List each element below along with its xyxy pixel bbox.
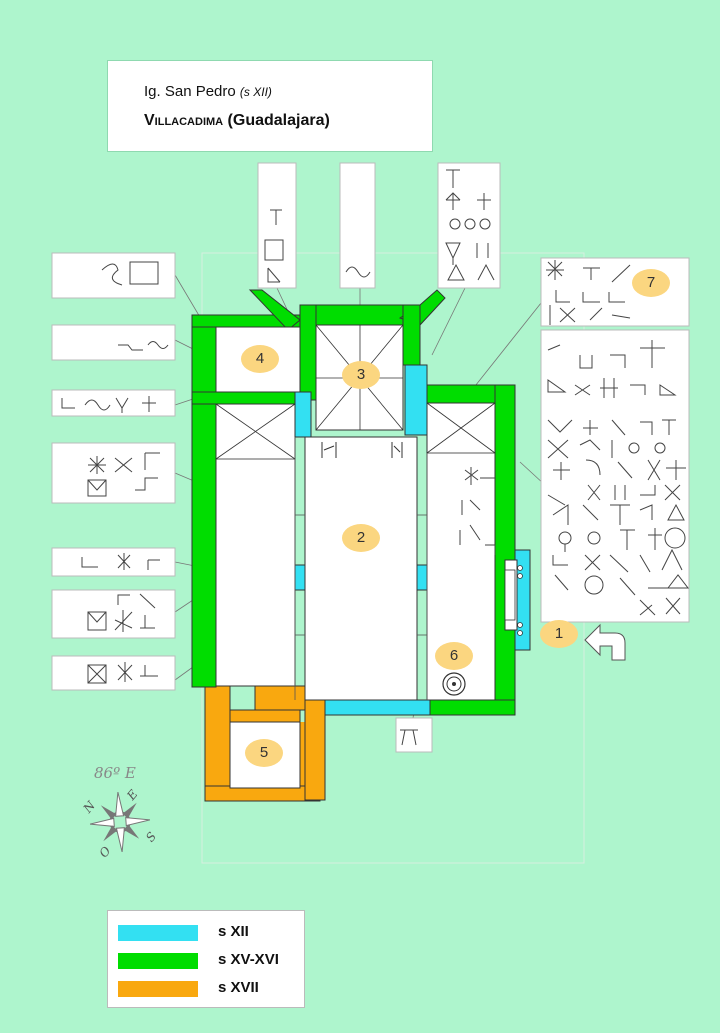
badge-4: 4 [241, 345, 279, 373]
orientation-label: 86º E [94, 764, 136, 782]
signs-panel-f [51, 589, 176, 639]
legend-swatch-s17 [118, 981, 198, 997]
signs-panel-a [51, 252, 176, 299]
badge-5: 5 [245, 739, 283, 767]
compass-rose [89, 791, 151, 853]
s12-walls [294, 364, 531, 716]
legend: s XII s XV-XVI s XVII [107, 910, 305, 1008]
badge-1: 1 [540, 620, 578, 648]
legend-swatch-s15 [118, 953, 198, 969]
legend-swatch-s12 [118, 925, 198, 941]
signs-panel-d [51, 442, 176, 504]
signs-panel-h [257, 162, 297, 289]
legend-label-s17: s XVII [218, 979, 259, 996]
nave-floor [304, 436, 418, 701]
baptismal-font [442, 672, 466, 696]
signs-panel-l [540, 329, 690, 623]
title-box: Ig. San Pedro (s XII) Villacadima (Guada… [107, 60, 433, 152]
signs-panel-j [437, 162, 501, 289]
signs-panel-b [51, 324, 176, 361]
signs-panel-e [51, 547, 176, 577]
mason-marks [61, 169, 690, 746]
signs-panel-c [51, 389, 176, 417]
church-location: Villacadima (Guadalajara) [144, 112, 330, 129]
signs-panel-g [51, 655, 176, 691]
badge-7: 7 [632, 269, 670, 297]
legend-label-s12: s XII [218, 923, 249, 940]
badge-2: 2 [342, 524, 380, 552]
entrance-arrow [584, 623, 626, 661]
badge-3: 3 [342, 361, 380, 389]
north-aisle-wall [191, 314, 217, 688]
legend-label-s15: s XV-XVI [218, 951, 279, 968]
badge-6: 6 [435, 642, 473, 670]
signs-panel-i [339, 162, 376, 289]
church-name: Ig. San Pedro (s XII) [144, 83, 272, 100]
